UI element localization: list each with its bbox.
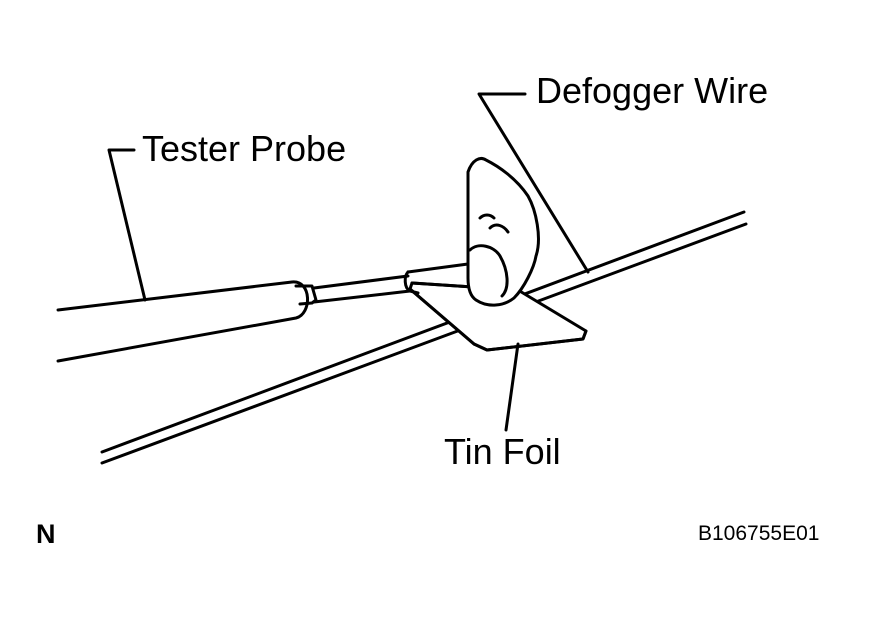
tin-foil-label: Tin Foil xyxy=(444,431,561,472)
corner-mark: N xyxy=(36,519,56,549)
defogger-wire-label: Defogger Wire xyxy=(536,70,769,111)
leader-lines xyxy=(107,92,590,432)
tester-probe-label: Tester Probe xyxy=(142,128,347,169)
defogger-wire xyxy=(100,210,748,465)
finger xyxy=(466,157,540,307)
figure-code: B106755E01 xyxy=(698,522,820,545)
tester-probe xyxy=(56,262,470,363)
leader-tester-probe xyxy=(107,148,147,302)
leader-tin-foil xyxy=(504,342,520,432)
leader-defogger-wire xyxy=(477,92,590,274)
tin-foil-sheet xyxy=(408,281,588,352)
